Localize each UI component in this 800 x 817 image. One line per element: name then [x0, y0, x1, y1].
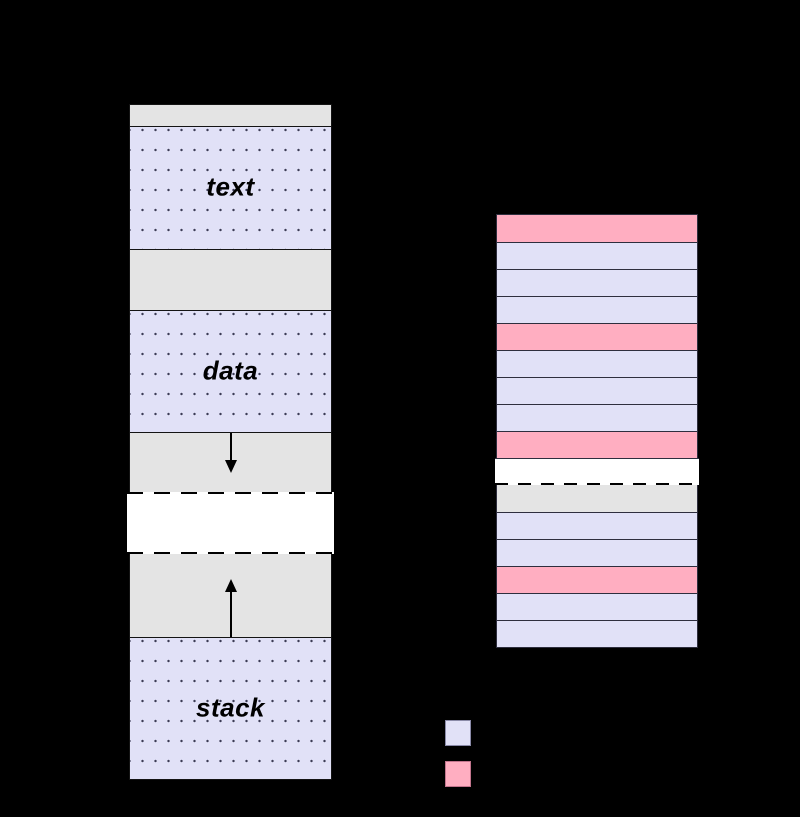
page-frame-pink [497, 323, 697, 350]
down-arrow-head [224, 460, 237, 473]
segment-stack: stack [130, 637, 331, 779]
page-frame-lavender [497, 593, 697, 620]
page-frame-pink [497, 566, 697, 593]
segment-data-label: data [202, 354, 259, 385]
page-frame-lavender [497, 377, 697, 404]
page-frame-pink [497, 215, 697, 242]
legend-swatch-lavender [445, 720, 471, 746]
up-arrow-head [224, 579, 237, 592]
dashed-boundary-line [495, 483, 699, 485]
down-arrow-shaft [229, 433, 232, 460]
segment-data: data [130, 310, 331, 432]
page-frame-gray [497, 485, 697, 512]
physical-memory-column [495, 214, 699, 648]
legend-swatch-pink [445, 761, 471, 787]
segment-stack-growth [130, 554, 331, 637]
page-frame-unallocated [495, 458, 699, 485]
page-frame-lavender [497, 269, 697, 296]
segment-unallocated-hole [127, 492, 334, 554]
segment-top-strip [130, 105, 331, 126]
segment-text: text [130, 126, 331, 249]
page-frame-lavender [497, 350, 697, 377]
page-frame-lavender [497, 296, 697, 323]
segment-text-label: text [206, 171, 255, 202]
page-frame-lavender [497, 242, 697, 269]
page-frame-lavender [497, 539, 697, 566]
virtual-address-space-column: text data stack [127, 104, 334, 780]
segment-stack-label: stack [196, 691, 265, 722]
segment-gap [130, 249, 331, 310]
up-arrow-shaft [229, 592, 232, 637]
page-frame-lavender [497, 512, 697, 539]
segment-heap-growth [130, 432, 331, 492]
page-frame-lavender [497, 404, 697, 431]
page-frame-lavender [497, 620, 697, 647]
page-frame-pink [497, 431, 697, 458]
